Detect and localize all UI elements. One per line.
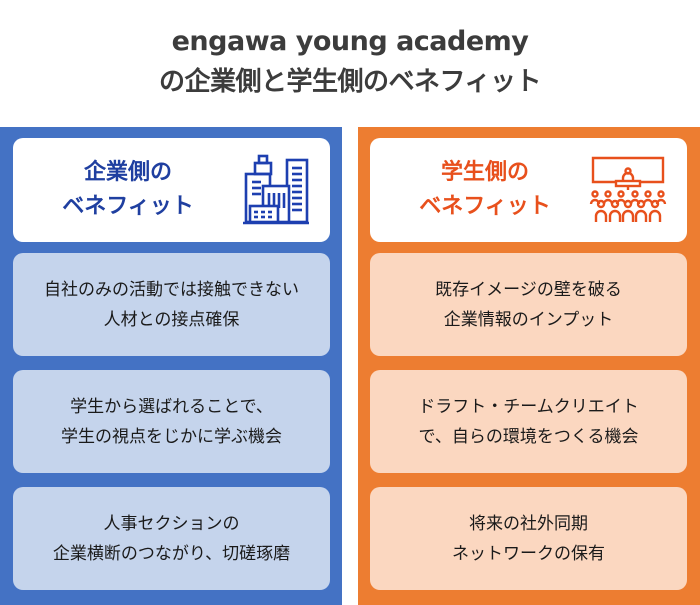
benefit-text-line: 自社のみの活動では接触できない bbox=[44, 279, 299, 300]
heading-line-1: 学生側の bbox=[440, 160, 529, 185]
company-benefit-card: 自社のみの活動では接触できない 人材との接点確保 bbox=[13, 253, 330, 356]
company-benefits-heading: 企業側の ベネフィット bbox=[43, 156, 213, 224]
student-benefits-heading: 学生側の ベネフィット bbox=[400, 156, 570, 224]
benefit-text-line: 企業横断のつながり、切磋琢磨 bbox=[52, 543, 291, 564]
student-benefits-header: 学生側の ベネフィット bbox=[370, 138, 687, 242]
page-title: engawa young academy の企業側と学生側のベネフィット bbox=[0, 22, 700, 102]
student-benefit-card: 将来の社外同期 ネットワークの保有 bbox=[370, 487, 687, 590]
heading-line-1: 企業側の bbox=[83, 160, 172, 185]
company-benefits-header: 企業側の ベネフィット bbox=[13, 138, 330, 242]
benefit-text-line: ネットワークの保有 bbox=[452, 543, 605, 564]
office-buildings-icon bbox=[243, 154, 309, 225]
benefit-text-line: で、自らの環境をつくる機会 bbox=[418, 426, 639, 447]
title-line-2: の企業側と学生側のベネフィット bbox=[159, 67, 541, 97]
benefit-text-line: 学生の視点をじかに学ぶ機会 bbox=[61, 426, 282, 447]
company-benefit-card: 人事セクションの 企業横断のつながり、切磋琢磨 bbox=[13, 487, 330, 590]
benefit-text-line: 既存イメージの壁を破る bbox=[435, 279, 622, 300]
heading-line-2: ベネフィット bbox=[62, 194, 194, 219]
company-benefits-panel: 企業側の ベネフィット bbox=[0, 127, 342, 605]
benefit-text-line: ドラフト・チームクリエイト bbox=[418, 396, 639, 417]
benefit-text-line: 人材との接点確保 bbox=[103, 309, 240, 330]
title-line-1: engawa young academy bbox=[171, 26, 529, 57]
audience-presentation-icon bbox=[589, 156, 667, 222]
student-benefit-card: 既存イメージの壁を破る 企業情報のインプット bbox=[370, 253, 687, 356]
heading-line-2: ベネフィット bbox=[419, 194, 551, 219]
benefit-text-line: 将来の社外同期 bbox=[469, 513, 588, 534]
benefit-text-line: 学生から選ばれることで、 bbox=[70, 396, 273, 417]
benefit-text-line: 企業情報のインプット bbox=[443, 309, 614, 330]
company-benefit-card: 学生から選ばれることで、 学生の視点をじかに学ぶ機会 bbox=[13, 370, 330, 473]
benefit-text-line: 人事セクションの bbox=[103, 513, 240, 534]
student-benefit-card: ドラフト・チームクリエイト で、自らの環境をつくる機会 bbox=[370, 370, 687, 473]
student-benefits-panel: 学生側の ベネフィット 既存イメージの壁を破る 企業 bbox=[358, 127, 700, 605]
